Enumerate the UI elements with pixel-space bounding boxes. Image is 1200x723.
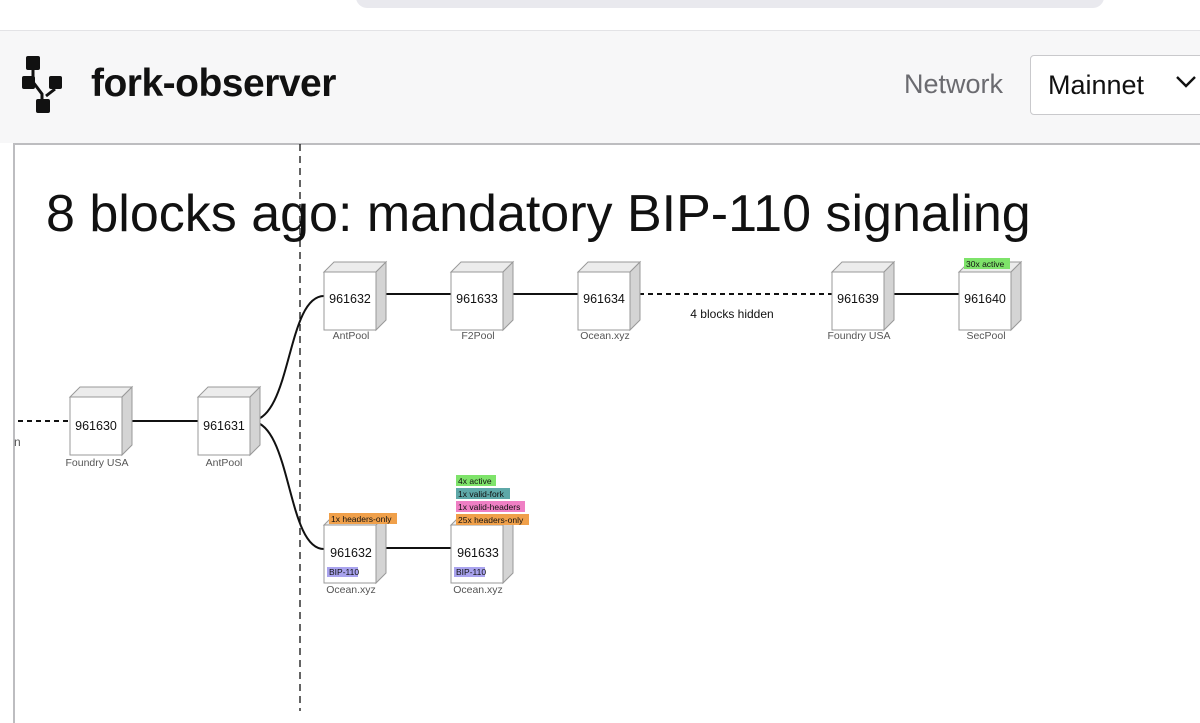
status-tag-label: 25x headers-only (458, 515, 524, 525)
block-height: 961632 (330, 546, 372, 560)
block-height: 961639 (837, 292, 879, 306)
block-961630[interactable]: 961630 Foundry USA (65, 386, 133, 469)
edge-fork-bottom (249, 420, 325, 550)
app-title[interactable]: fork-observer (91, 62, 336, 105)
fork-tree-icon[interactable] (22, 56, 66, 118)
status-tag (329, 513, 397, 524)
block-height: 961640 (964, 292, 1006, 306)
fork-title: 8 blocks ago: mandatory BIP-110 signalin… (46, 185, 1031, 243)
block-961633-bottom[interactable]: 961633 BIP-110 Ocean.xyz 4x active 1x va… (450, 475, 529, 596)
block-pool: Ocean.xyz (580, 330, 630, 342)
status-tag (456, 488, 510, 499)
block-961632-bottom[interactable]: 961632 BIP-110 Ocean.xyz 1x headers-only (323, 513, 397, 596)
bip110-signal-badge (327, 567, 358, 577)
block-pool: F2Pool (461, 330, 494, 342)
block-height: 961633 (457, 546, 499, 560)
block-961632-top[interactable]: 961632 AntPool (323, 261, 387, 342)
block-height: 961633 (456, 292, 498, 306)
app-header (0, 31, 1200, 143)
block-pool: Foundry USA (65, 457, 128, 469)
network-selected-value: Mainnet (1048, 70, 1145, 100)
block-961633-top[interactable]: 961633 F2Pool (450, 261, 514, 342)
status-tag-label: 4x active (458, 476, 492, 486)
block-961640-top[interactable]: 961640 SecPool 30x active (958, 258, 1022, 342)
block-pool: Ocean.xyz (453, 584, 503, 596)
status-tag (964, 258, 1010, 269)
status-tag-label: 30x active (966, 259, 1005, 269)
status-tag (456, 475, 496, 486)
network-label: Network (904, 69, 1004, 99)
block-pool: Foundry USA (827, 330, 890, 342)
edge-fork-top (249, 295, 325, 422)
block-height: 961634 (583, 292, 625, 306)
bip110-signal-badge (454, 567, 485, 577)
hidden-blocks-label: 4 blocks hidden (690, 307, 773, 321)
status-tag-label: 1x headers-only (331, 514, 392, 524)
browser-top-bar (0, 0, 1200, 31)
block-961631[interactable]: 961631 AntPool (197, 386, 261, 469)
status-tag-label: 1x valid-headers (458, 502, 520, 512)
network-select[interactable]: Mainnet (1030, 55, 1200, 115)
status-tag-label: 1x valid-fork (458, 489, 505, 499)
status-tag (456, 514, 529, 525)
bip110-signal-label: BIP-110 (329, 567, 359, 577)
status-tag (456, 501, 525, 512)
block-pool: SecPool (966, 330, 1005, 342)
block-961639-top[interactable]: 961639 Foundry USA (827, 261, 895, 342)
block-pool: AntPool (206, 457, 243, 469)
block-961634-top[interactable]: 961634 Ocean.xyz (577, 261, 641, 342)
browser-address-bar[interactable] (356, 0, 1104, 8)
block-height: 961631 (203, 419, 245, 433)
block-pool: AntPool (333, 330, 370, 342)
offscreen-pool-label: n (14, 435, 21, 449)
block-height: 961632 (329, 292, 371, 306)
bip110-signal-label: BIP-110 (456, 567, 486, 577)
block-height: 961630 (75, 419, 117, 433)
block-pool: Ocean.xyz (326, 584, 376, 596)
chevron-down-icon (1176, 76, 1196, 88)
